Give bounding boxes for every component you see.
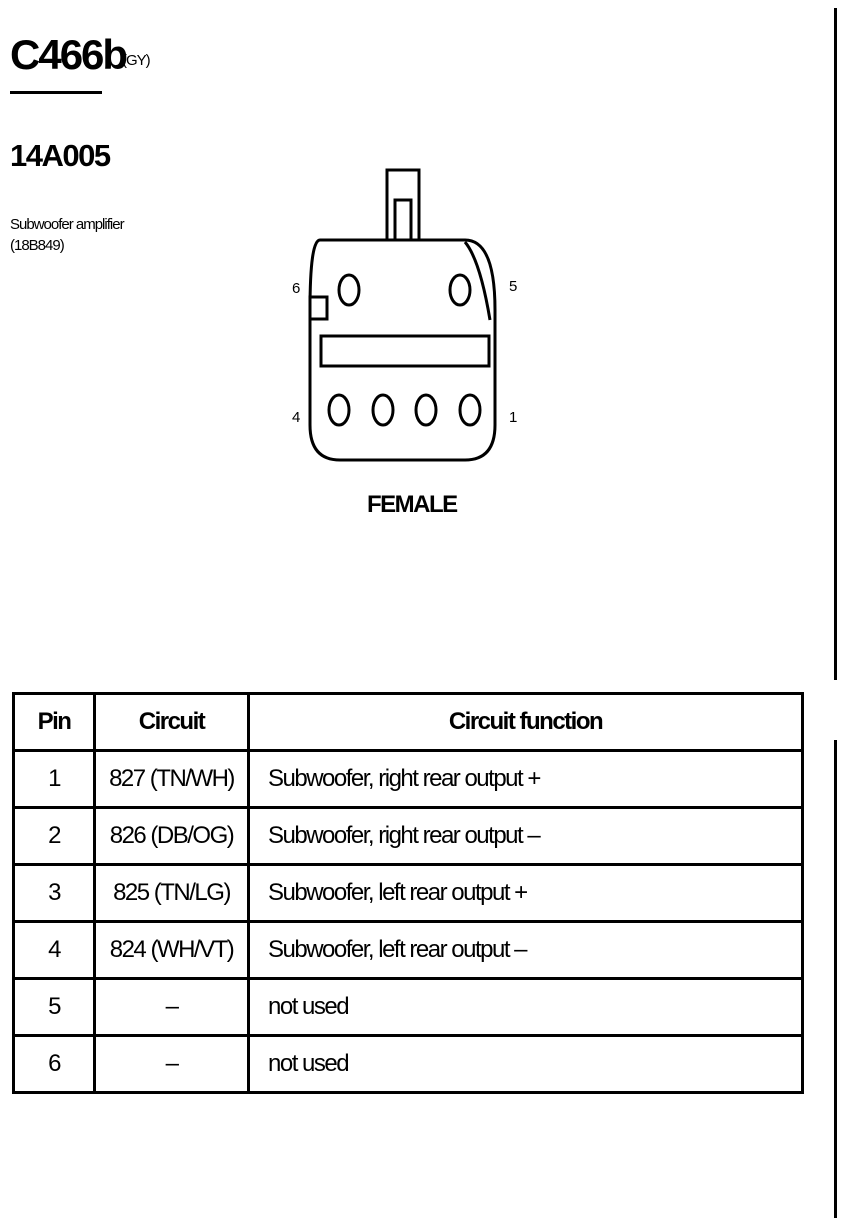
pin-number: 6 <box>12 1034 96 1094</box>
component-name: Subwoofer amplifier <box>10 216 125 233</box>
pin-cavity-2 <box>414 393 438 427</box>
connector-color: (GY) <box>122 52 151 69</box>
table-row: 3 825 (TN/LG) Subwoofer, left rear outpu… <box>12 863 804 923</box>
circuit-function: Subwoofer, left rear output + <box>247 863 804 923</box>
circuit-code: – <box>93 1034 250 1094</box>
circuit-code: 824 (WH/VT) <box>93 920 250 980</box>
connector-id-underline <box>10 91 102 94</box>
circuit-code: – <box>93 977 250 1037</box>
part-number: 14A005 <box>10 138 111 173</box>
pin-cavity-1 <box>458 393 482 427</box>
right-border-line <box>834 8 837 1218</box>
circuit-function: not used <box>247 1034 804 1094</box>
pin-number: 4 <box>12 920 96 980</box>
table-row: 2 826 (DB/OG) Subwoofer, right rear outp… <box>12 806 804 866</box>
circuit-function: Subwoofer, right rear output – <box>247 806 804 866</box>
header-pin: Pin <box>12 692 96 752</box>
header-circuit-function: Circuit function <box>247 692 804 752</box>
component-code: (18B849) <box>10 237 65 254</box>
circuit-function: Subwoofer, left rear output – <box>247 920 804 980</box>
pin-label-5: 5 <box>509 278 517 295</box>
connector-gender: FEMALE <box>367 491 458 518</box>
pin-number: 3 <box>12 863 96 923</box>
header-circuit: Circuit <box>93 692 250 752</box>
table-row: 4 824 (WH/VT) Subwoofer, left rear outpu… <box>12 920 804 980</box>
pin-number: 5 <box>12 977 96 1037</box>
pin-label-6: 6 <box>292 280 300 297</box>
key-groove <box>463 241 492 321</box>
connector-face-diagram: 6 5 4 1 <box>292 168 517 462</box>
circuit-code: 827 (TN/WH) <box>93 749 250 809</box>
pin-cavity-5 <box>448 273 472 307</box>
pin-cavity-4 <box>327 393 351 427</box>
table-row: 6 – not used <box>12 1034 804 1094</box>
pin-number: 2 <box>12 806 96 866</box>
center-rib <box>319 334 491 368</box>
pin-label-1: 1 <box>509 409 517 426</box>
pinout-table: Pin Circuit Circuit function 1 827 (TN/W… <box>12 692 804 1094</box>
circuit-function: Subwoofer, right rear output + <box>247 749 804 809</box>
circuit-code: 826 (DB/OG) <box>93 806 250 866</box>
circuit-code: 825 (TN/LG) <box>93 863 250 923</box>
pin-cavity-3 <box>371 393 395 427</box>
table-row: 1 827 (TN/WH) Subwoofer, right rear outp… <box>12 749 804 809</box>
pin-label-4: 4 <box>292 409 300 426</box>
connector-id: C466b <box>10 31 128 78</box>
pin-number: 1 <box>12 749 96 809</box>
right-border-gap <box>834 680 837 740</box>
component-description: Subwoofer amplifier (18B849) <box>10 214 125 256</box>
table-header-row: Pin Circuit Circuit function <box>12 692 804 752</box>
table-row: 5 – not used <box>12 977 804 1037</box>
circuit-function: not used <box>247 977 804 1037</box>
pin-cavity-6 <box>337 273 361 307</box>
key-block <box>308 295 329 321</box>
